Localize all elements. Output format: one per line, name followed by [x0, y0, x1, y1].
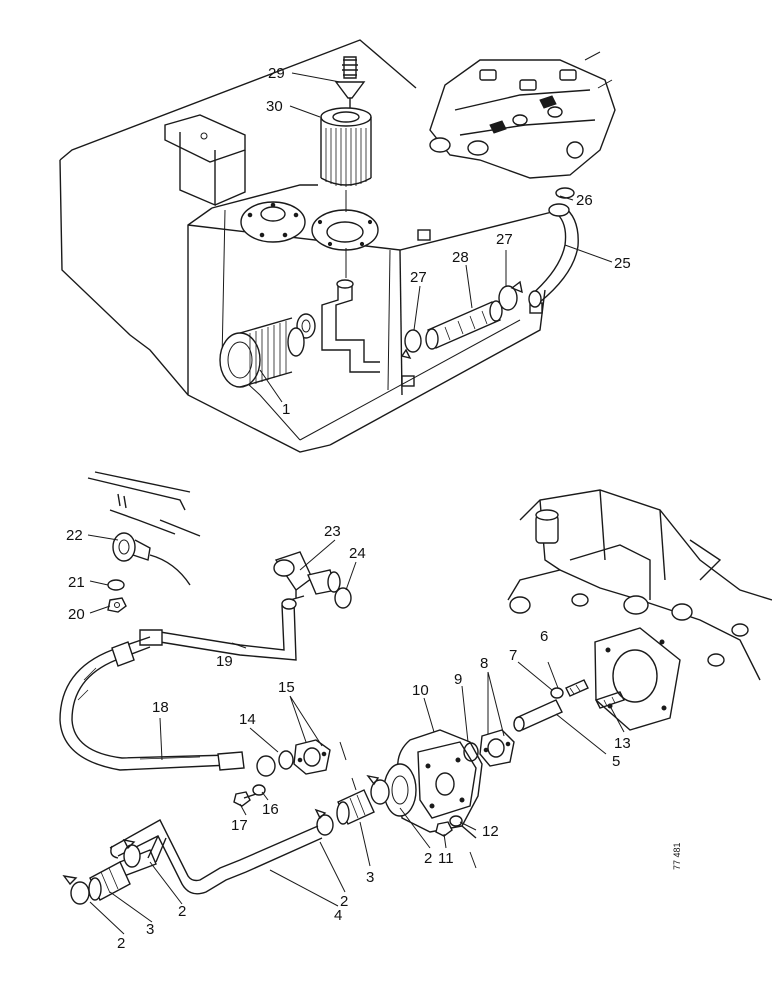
part-13-stud — [595, 691, 625, 709]
part-8-flange-halves — [479, 729, 515, 767]
part-15-flange-halves — [293, 739, 331, 775]
callout-5: 5 — [612, 753, 620, 770]
part-17-bolt — [233, 791, 257, 807]
part-3-hose-upper — [336, 789, 375, 825]
part-2-hose-clip-pump — [366, 774, 390, 805]
filter-mount-flange — [311, 209, 379, 251]
callout-28: 28 — [452, 249, 469, 266]
part-25-suction-pipe — [528, 203, 579, 308]
part-3-hose-lower — [88, 861, 131, 901]
part-27-hose-clip-left — [400, 329, 422, 360]
control-valve-block — [429, 51, 616, 179]
tank-bracket — [164, 114, 246, 207]
leader-lines — [87, 72, 625, 935]
callout-24: 24 — [349, 545, 366, 562]
part-11-nut — [435, 821, 453, 837]
callout-29: 29 — [268, 65, 285, 82]
callout-26: 26 — [576, 192, 593, 209]
part-22-pipe-clip — [112, 532, 191, 586]
part-12-washer — [449, 815, 463, 827]
part-29-breather-cap — [334, 56, 366, 108]
callout-3-lower: 3 — [146, 921, 154, 938]
part-21-washer — [107, 579, 125, 591]
callout-1: 1 — [282, 401, 290, 418]
callout-22: 22 — [66, 527, 83, 544]
callout-14: 14 — [239, 711, 256, 728]
callout-20: 20 — [68, 606, 85, 623]
callout-2-pipe: 2 — [340, 893, 348, 910]
callout-19: 19 — [216, 653, 233, 670]
callout-9: 9 — [454, 671, 462, 688]
callout-25: 25 — [614, 255, 631, 272]
chassis-member — [87, 471, 201, 537]
callout-2-lower-right: 2 — [178, 903, 186, 920]
part-26-o-ring — [555, 187, 575, 199]
callout-10: 10 — [412, 682, 429, 699]
callout-23: 23 — [324, 523, 341, 540]
part-1-suction-strainer — [219, 317, 305, 388]
part-2-hose-clip-lower-left — [62, 875, 90, 905]
part-24-o-ring — [334, 587, 352, 609]
part-7-washer — [550, 687, 564, 699]
callout-16: 16 — [262, 801, 279, 818]
callout-6: 6 — [540, 628, 548, 645]
callout-2-lower-left: 2 — [117, 935, 125, 952]
engine-block — [507, 489, 772, 731]
callout-8: 8 — [480, 655, 488, 672]
callout-numbers: 29 30 26 25 27 28 27 1 22 21 20 23 24 19… — [66, 65, 682, 952]
callout-13: 13 — [614, 735, 631, 752]
part-6-bolt — [565, 679, 589, 697]
drawing-reference: 77 481 — [672, 842, 682, 870]
callout-3-upper: 3 — [366, 869, 374, 886]
part-19-rigid-pipe — [139, 598, 297, 661]
part-14-o-ring — [278, 750, 294, 770]
part-18-flexible-hose — [59, 636, 276, 777]
part-20-nut — [107, 597, 127, 613]
part-9-o-ring — [463, 742, 479, 762]
hydraulic-tank — [59, 39, 561, 453]
callout-27-left: 27 — [410, 269, 427, 286]
callout-12: 12 — [482, 823, 499, 840]
callout-18: 18 — [152, 699, 169, 716]
part-10-hydraulic-pump — [383, 729, 483, 839]
callout-2-pump: 2 — [424, 850, 432, 867]
callout-30: 30 — [266, 98, 283, 115]
callout-7: 7 — [509, 647, 517, 664]
part-28-suction-hose — [425, 300, 503, 350]
part-4-suction-pipe — [109, 819, 323, 895]
callout-21: 21 — [68, 574, 85, 591]
part-23-elbow-fitting — [273, 551, 341, 601]
part-5-pressure-pipe — [513, 699, 563, 732]
callout-15: 15 — [278, 679, 295, 696]
part-2-hose-clip-lower-right — [122, 839, 141, 868]
callout-4: 4 — [334, 907, 342, 924]
filler-cover-plate — [240, 201, 306, 243]
part-2-hose-clip-pipe — [314, 808, 334, 836]
callout-27-right: 27 — [496, 231, 513, 248]
callout-17: 17 — [231, 817, 248, 834]
part-27-hose-clip-right — [498, 280, 523, 311]
part-30-filter-element — [320, 107, 372, 278]
callout-11: 11 — [438, 850, 454, 867]
